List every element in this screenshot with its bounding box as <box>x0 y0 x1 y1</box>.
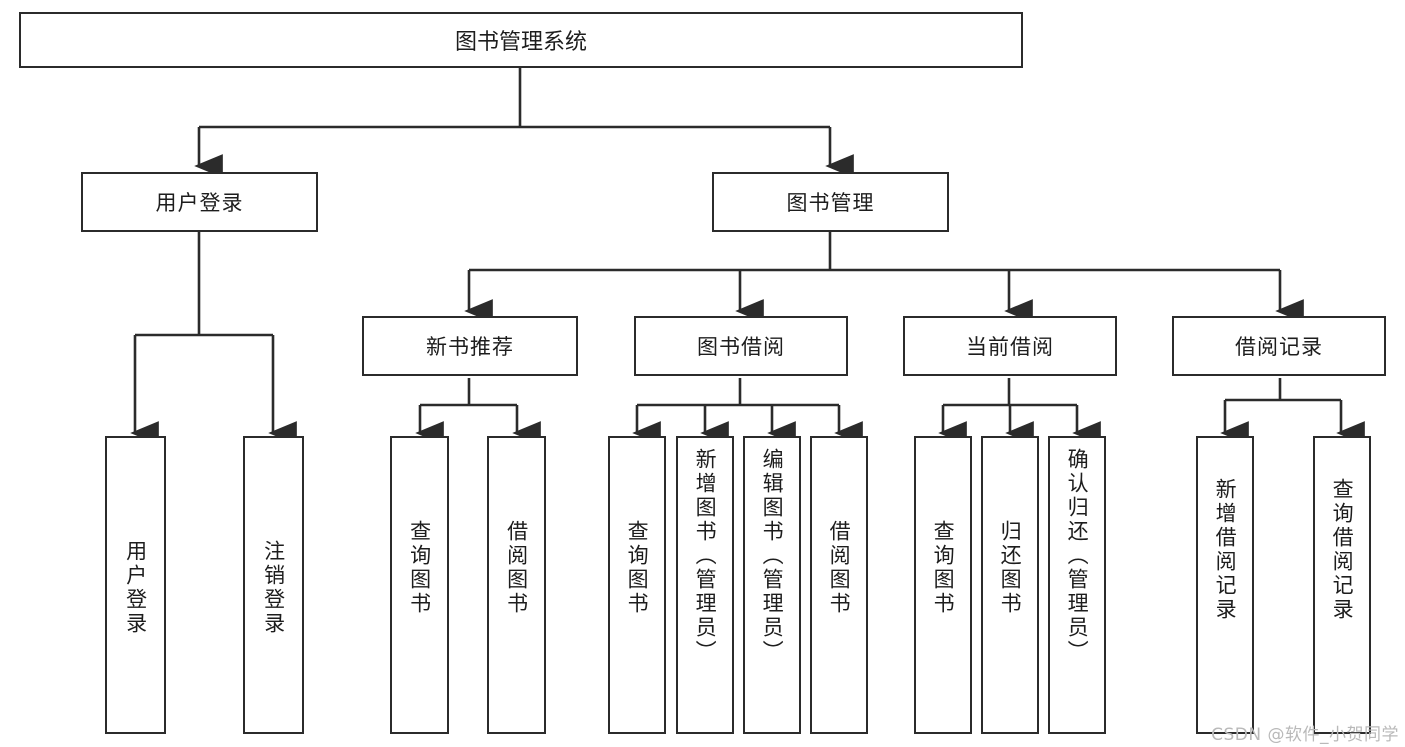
leaf-logout-label: 注销登录 <box>261 540 286 636</box>
leaf-edit-book-label: 编辑图书（管理员） <box>760 448 785 664</box>
node-new-book-recommend[interactable]: 新书推荐 <box>362 316 578 376</box>
node-root-label: 图书管理系统 <box>454 30 587 55</box>
node-book-management[interactable]: 图书管理 <box>712 172 949 232</box>
node-new-book-recommend-label: 新书推荐 <box>426 335 514 359</box>
leaf-query-book-3-label: 查询图书 <box>931 520 956 616</box>
node-book-borrow-label: 图书借阅 <box>697 335 785 359</box>
leaf-return-book-label: 归还图书 <box>998 520 1023 616</box>
leaf-query-book-2[interactable]: 查询图书 <box>608 436 666 734</box>
leaf-query-book-1[interactable]: 查询图书 <box>390 436 449 734</box>
leaf-confirm-return-label: 确认归还（管理员） <box>1065 448 1090 664</box>
watermark: CSDN @软件_小贺同学 <box>1211 725 1399 745</box>
leaf-add-book[interactable]: 新增图书（管理员） <box>676 436 734 734</box>
leaf-logout[interactable]: 注销登录 <box>243 436 304 734</box>
node-user-login[interactable]: 用户登录 <box>81 172 318 232</box>
leaf-add-record[interactable]: 新增借阅记录 <box>1196 436 1254 734</box>
node-borrow-record-label: 借阅记录 <box>1235 335 1323 359</box>
leaf-borrow-book-2[interactable]: 借阅图书 <box>810 436 868 734</box>
node-book-borrow[interactable]: 图书借阅 <box>634 316 848 376</box>
leaf-edit-book[interactable]: 编辑图书（管理员） <box>743 436 801 734</box>
leaf-add-record-label: 新增借阅记录 <box>1213 478 1238 622</box>
leaf-user-login[interactable]: 用户登录 <box>105 436 166 734</box>
leaf-query-book-1-label: 查询图书 <box>407 520 432 616</box>
leaf-query-record[interactable]: 查询借阅记录 <box>1313 436 1371 734</box>
node-root[interactable]: 图书管理系统 <box>19 12 1023 68</box>
leaf-borrow-book-1[interactable]: 借阅图书 <box>487 436 546 734</box>
leaf-borrow-book-2-label: 借阅图书 <box>827 520 852 616</box>
leaf-user-login-label: 用户登录 <box>123 540 148 636</box>
leaf-query-book-2-label: 查询图书 <box>625 520 650 616</box>
leaf-add-book-label: 新增图书（管理员） <box>693 448 718 664</box>
leaf-return-book[interactable]: 归还图书 <box>981 436 1039 734</box>
leaf-query-record-label: 查询借阅记录 <box>1330 478 1355 622</box>
node-book-management-label: 图书管理 <box>786 191 875 215</box>
leaf-confirm-return[interactable]: 确认归还（管理员） <box>1048 436 1106 734</box>
node-borrow-record[interactable]: 借阅记录 <box>1172 316 1386 376</box>
node-current-borrow[interactable]: 当前借阅 <box>903 316 1117 376</box>
node-user-login-label: 用户登录 <box>155 191 244 215</box>
node-current-borrow-label: 当前借阅 <box>966 335 1054 359</box>
leaf-borrow-book-1-label: 借阅图书 <box>504 520 529 616</box>
leaf-query-book-3[interactable]: 查询图书 <box>914 436 972 734</box>
